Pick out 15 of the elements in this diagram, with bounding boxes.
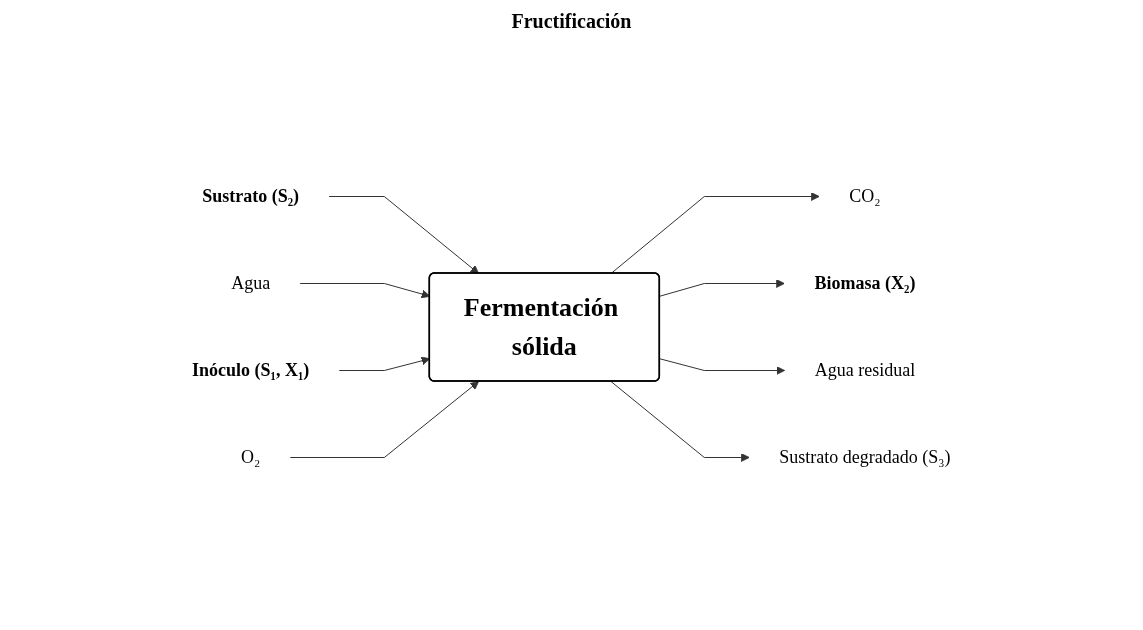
arrow [328, 196, 480, 274]
arrow [659, 358, 786, 375]
node-text: Agua residual [814, 360, 916, 380]
node-text: Inóculo (S₁, X₁) [192, 360, 310, 380]
node-text: Biomasa (X₂) [814, 273, 916, 293]
node-text: CO₂ [849, 186, 881, 206]
node-text: Sustrato (S₂) [202, 186, 300, 206]
arrow [290, 381, 480, 458]
arrow [659, 279, 786, 297]
arrow [610, 192, 820, 274]
node-text: Agua [231, 273, 271, 293]
title: Fructificación [510, 10, 633, 33]
arrow [610, 381, 750, 462]
node-text: Sustrato degradado (S₃) [779, 447, 951, 467]
node-text: O₂ [241, 447, 261, 467]
